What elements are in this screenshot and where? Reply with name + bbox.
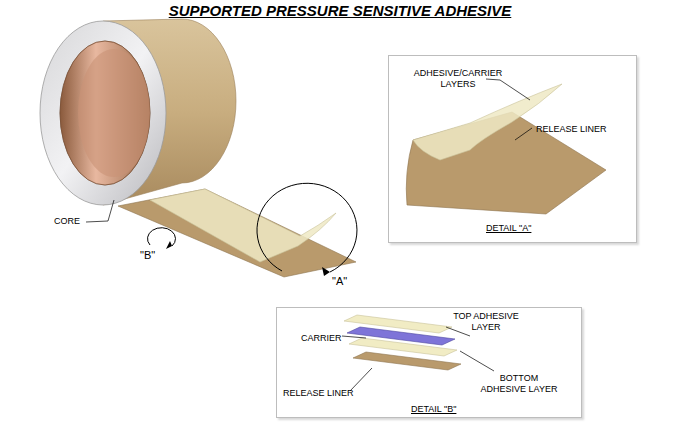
roll-face <box>40 21 166 205</box>
diagram-title: SUPPORTED PRESSURE SENSITIVE ADHESIVE <box>0 2 680 20</box>
leader-line <box>460 351 494 371</box>
detail-caption: DETAIL "A" <box>486 223 531 234</box>
part-label: ADHESIVE/CARRIER LAYERS <box>413 68 503 90</box>
detail-panel-ground <box>276 307 582 418</box>
adhesive-strip <box>150 189 336 262</box>
part-label: CORE <box>54 216 80 227</box>
part-label: TOP ADHESIVE LAYER <box>449 311 523 333</box>
core-inner <box>78 49 150 177</box>
arrowhead <box>166 241 172 249</box>
leader-line <box>86 221 108 222</box>
detail-panel-ground <box>388 55 637 243</box>
part-label: BOTTOM ADHESIVE LAYER <box>477 373 561 395</box>
callout-circle <box>257 183 357 272</box>
leader-line <box>108 200 114 221</box>
callout-letter: "B" <box>140 250 155 261</box>
leader-line <box>446 327 470 336</box>
detail-panel: ADHESIVE/CARRIER LAYERS RELEASE LINER DETA… <box>388 55 637 243</box>
callout-letter: "A" <box>332 276 347 287</box>
release-liner <box>406 112 606 214</box>
part-label: RELEASE LINER <box>536 124 607 135</box>
leader-line <box>342 336 366 338</box>
part-label: CARRIER <box>301 333 342 344</box>
callout-circle <box>147 228 175 246</box>
arrowhead <box>322 267 330 276</box>
leader-line <box>350 368 372 391</box>
leader-line <box>486 79 500 80</box>
release-liner-strip <box>118 189 356 277</box>
leader-line <box>515 128 532 140</box>
core <box>60 41 150 185</box>
detail-caption: DETAIL "B" <box>411 404 456 415</box>
leader-line <box>500 80 530 100</box>
part-label: RELEASE LINER <box>283 388 354 399</box>
layer-sheet <box>353 352 461 370</box>
detail-panel: CARRIER TOP ADHESIVE LAYER BOTTOM ADHESIVE… <box>276 307 582 418</box>
adhesive-carrier-layers <box>413 84 562 160</box>
